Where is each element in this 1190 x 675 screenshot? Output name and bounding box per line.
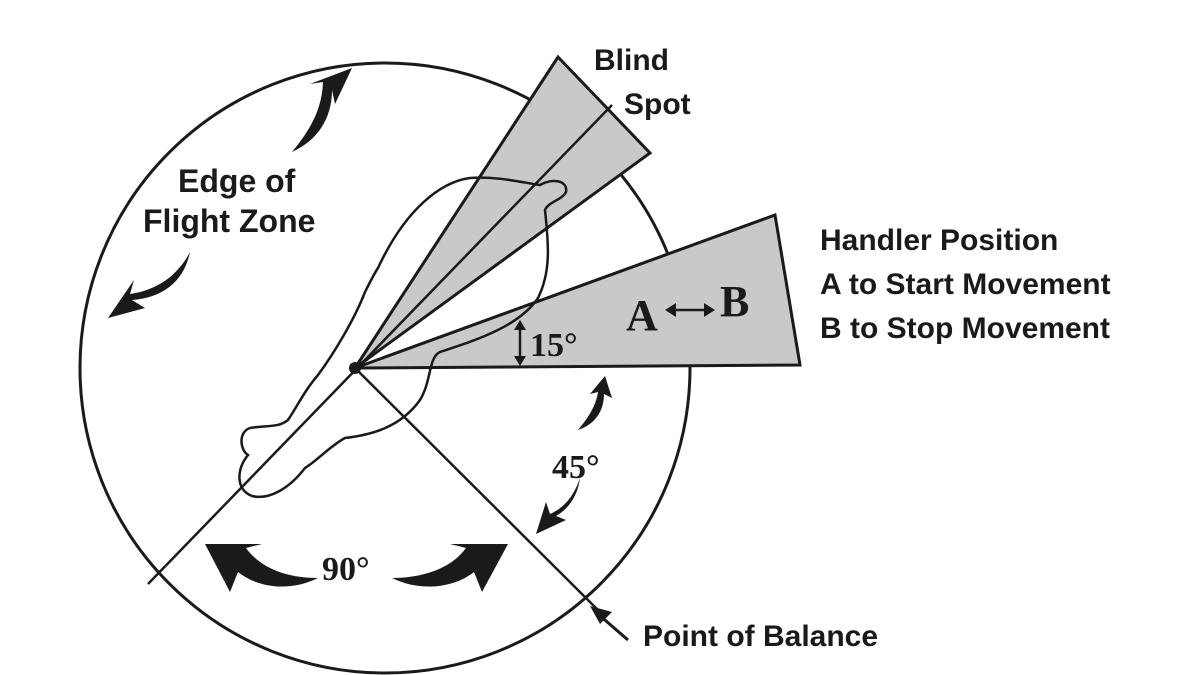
handler-a-text: A to Start Movement: [820, 268, 1111, 301]
curved-arrow-icon: [108, 252, 190, 318]
curved-arrow-icon: [392, 544, 508, 592]
pointer-arrow-icon: [590, 606, 629, 642]
vertical-double-arrow-icon: [514, 320, 526, 366]
flight-zone-circle: [78, 61, 692, 675]
angle-15-label: 15°: [530, 327, 578, 364]
curved-arrow-icon: [205, 544, 318, 592]
edge-label-line2: Flight Zone: [143, 203, 315, 239]
angle-90-label: 90°: [322, 551, 370, 588]
handler-position-wedge: [354, 212, 802, 370]
center-point: [349, 362, 361, 374]
point-a-label: A: [626, 291, 658, 340]
double-arrow-icon: [665, 303, 715, 317]
blind-spot-label-line1: Blind: [594, 44, 669, 77]
body-axis-line: [147, 104, 613, 585]
handler-title: Handler Position: [820, 224, 1058, 257]
blind-spot-label-line2: Spot: [624, 88, 691, 121]
curved-arrow-icon: [536, 478, 580, 534]
blind-spot-wedge: [353, 54, 653, 370]
point-of-balance-line: [354, 367, 599, 611]
animal-outline: [238, 176, 568, 499]
handler-b-text: B to Stop Movement: [820, 312, 1110, 345]
point-of-balance-label: Point of Balance: [643, 620, 878, 653]
curved-arrow-icon: [578, 376, 612, 430]
edge-label-line1: Edge of: [178, 163, 296, 199]
angle-45-label: 45°: [552, 449, 600, 486]
curved-arrow-icon: [292, 68, 352, 152]
point-b-label: B: [720, 277, 749, 326]
